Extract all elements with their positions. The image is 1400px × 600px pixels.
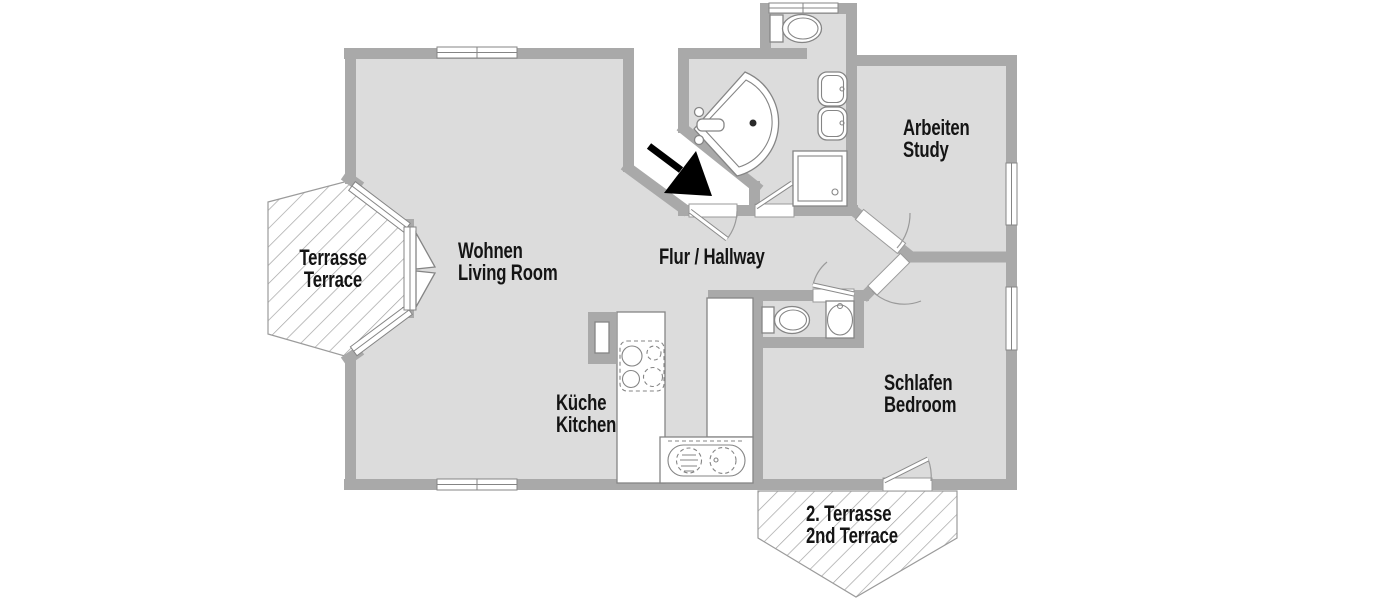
walls	[340, 3, 1017, 490]
wc-toilet-icon	[761, 305, 811, 335]
label-living-room: Wohnen Living Room	[458, 238, 558, 285]
kitchen-sink-icon	[667, 440, 746, 477]
label-bedroom: Schlafen Bedroom	[884, 370, 957, 417]
study-floor	[850, 57, 1015, 257]
study-door	[854, 208, 911, 255]
kitchen-counter-left	[616, 311, 666, 484]
label-kitchen: Küche Kitchen	[556, 390, 617, 437]
entry-door	[688, 203, 738, 241]
terrace-areas	[267, 180, 958, 598]
wc-door	[812, 261, 855, 303]
label-hallway: Flur / Hallway	[659, 244, 765, 269]
bay-french-door	[403, 226, 437, 311]
bathroom-fixtures	[693, 13, 848, 207]
terrace-door	[882, 456, 933, 492]
washbasin-icon	[817, 71, 848, 107]
entry-arrow-icon	[646, 143, 712, 196]
kitchen-counter-right	[706, 297, 754, 438]
wc-fixtures	[761, 300, 855, 339]
washbasin-icon	[817, 106, 848, 141]
label-study: Arbeiten Study	[903, 115, 970, 162]
wall-vestibule-diagonal	[620, 160, 692, 217]
bedroom-door	[867, 252, 922, 305]
window-alcove	[768, 2, 839, 14]
window-living-bottom	[436, 478, 518, 491]
bathtub-faucet-icon	[693, 106, 725, 146]
cooktop-icon	[619, 340, 665, 392]
window-study	[1005, 162, 1018, 226]
bathtub-drain	[749, 119, 757, 127]
corner-bathtub-icon	[693, 71, 780, 177]
bedroom-floor	[755, 256, 1015, 487]
label-second-terrace: 2. Terrasse 2nd Terrace	[806, 501, 898, 548]
windows	[347, 2, 1018, 491]
window-bedroom	[1005, 286, 1018, 351]
wc-washbasin-icon	[825, 300, 855, 339]
bathroom-door	[754, 180, 796, 218]
shower-icon	[792, 150, 848, 207]
doors	[403, 180, 933, 492]
window-living-top	[436, 46, 518, 59]
toilet-icon	[769, 13, 823, 44]
kitchen-fixtures	[588, 297, 754, 484]
label-terrace: Terrasse Terrace	[299, 245, 367, 292]
